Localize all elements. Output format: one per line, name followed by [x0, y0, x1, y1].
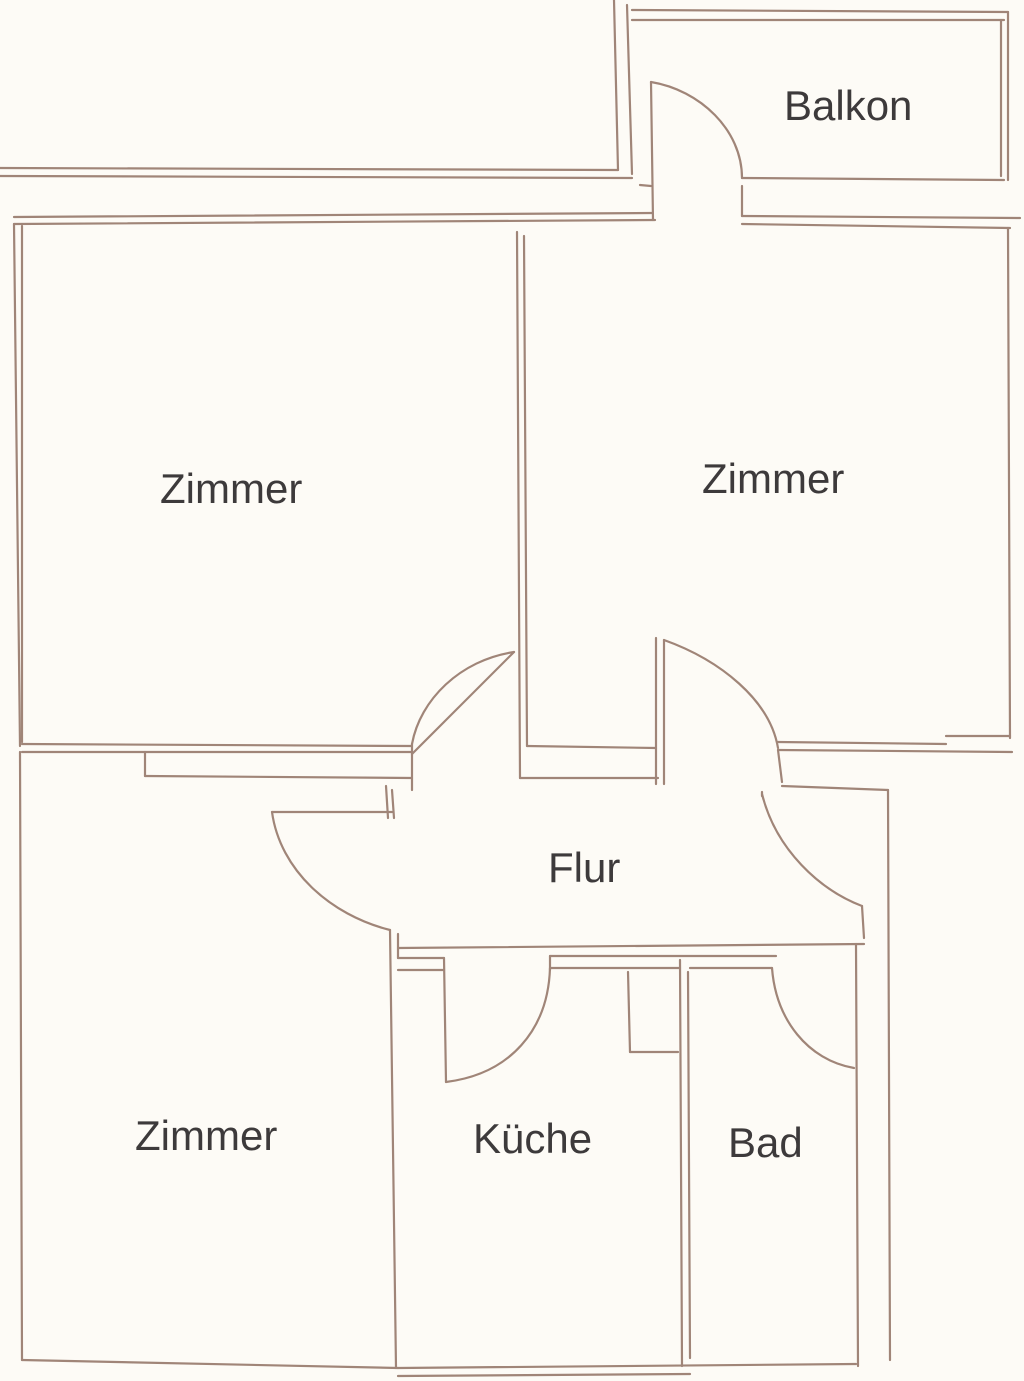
zimmer-bottom-door-icon — [270, 810, 392, 932]
lower-outer-walls — [18, 750, 858, 1378]
lower-walls — [396, 942, 866, 1368]
exterior-walls — [0, 0, 1010, 182]
bad-door-icon — [770, 966, 856, 1070]
zimmer-divider-wall — [515, 230, 529, 780]
room-label-zimmer-bottom: Zimmer — [135, 1112, 277, 1159]
flur-left-wall — [270, 784, 400, 1370]
flur-right-door-icon — [760, 792, 864, 908]
kueche-door-icon — [444, 966, 552, 1084]
room-label-flur: Flur — [548, 844, 620, 891]
balcony-wall — [638, 80, 1006, 222]
room-label-kueche: Küche — [473, 1115, 592, 1162]
room-label-balkon: Balkon — [784, 82, 912, 129]
zimmer-right-bottom-wall — [518, 636, 1014, 786]
upper-walls — [12, 211, 1022, 748]
room-label-bad: Bad — [728, 1119, 803, 1166]
zimmer-right-door-icon — [662, 638, 780, 750]
room-label-zimmer-right: Zimmer — [702, 455, 844, 502]
room-label-zimmer-left: Zimmer — [160, 465, 302, 512]
balcony-door-icon — [649, 80, 744, 180]
zimmer-left-door-icon — [410, 650, 516, 746]
zimmer-left-bottom-wall — [20, 650, 516, 792]
flur-right-wall — [760, 784, 892, 1362]
